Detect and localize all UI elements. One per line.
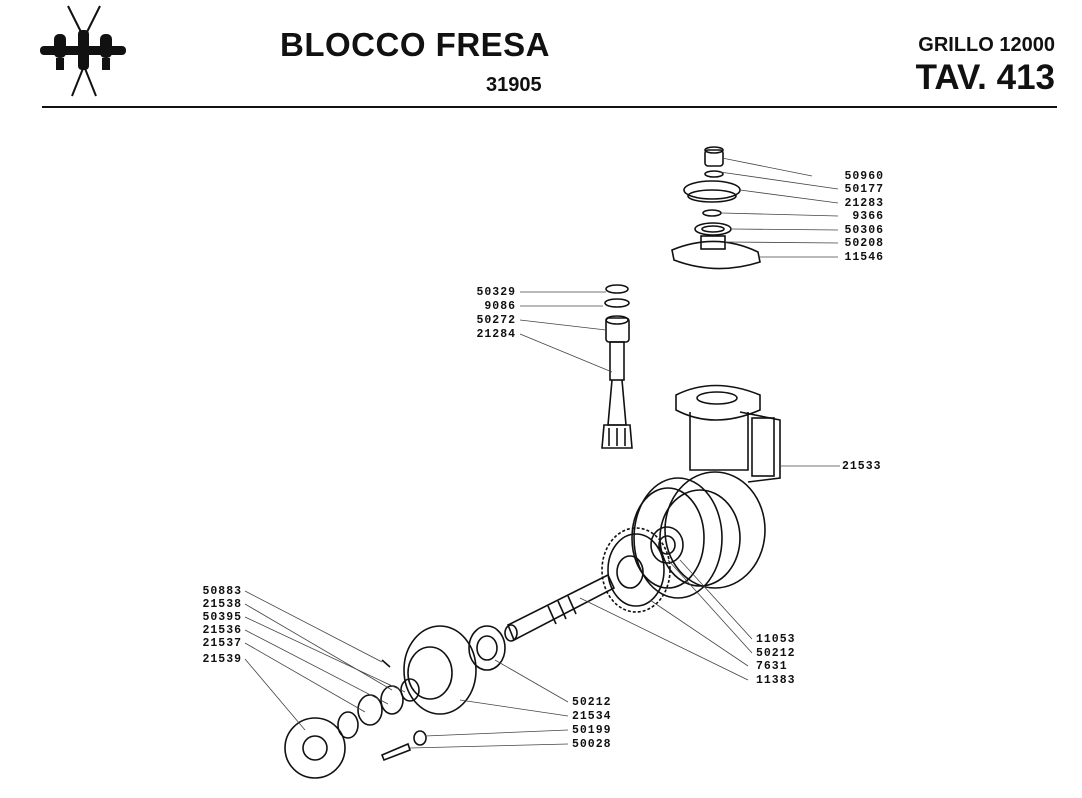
crown-gear-and-bearing [601,526,684,613]
part-label: 9366 [852,210,884,223]
part-label: 50306 [844,224,884,237]
top-bevel-gear-assembly [671,146,761,270]
part-label: 21537 [202,637,242,650]
part-label: 21533 [842,460,882,473]
diagram-code: 31905 [486,74,542,96]
part-label: 50177 [844,183,884,196]
part-label: 21283 [844,197,884,210]
leader-lines [244,157,840,749]
diagram-title: BLOCCO FRESA [280,26,550,63]
hub-assembly [284,625,506,779]
header-rule [42,106,1057,108]
table-number: TAV. 413 [915,58,1055,97]
part-label: 50395 [202,611,242,624]
part-label: 21536 [202,624,242,637]
pinion-shaft-assembly [601,284,633,449]
part-label: 50883 [202,585,242,598]
part-label: 9086 [484,300,516,313]
part-label: 21534 [572,710,612,723]
part-label: 50208 [844,237,884,250]
part-label: 21538 [202,598,242,611]
part-label: 11546 [844,251,884,264]
part-label: 7631 [756,660,788,673]
part-label: 50329 [476,286,516,299]
part-label: 50272 [476,314,516,327]
gearbox-housing [631,384,781,599]
part-label: 50212 [572,696,612,709]
part-label: 11383 [756,674,796,687]
part-label: 50199 [572,724,612,737]
part-label: 11053 [756,633,796,646]
part-label: 50028 [572,738,612,751]
part-label: 50960 [844,170,884,183]
part-label: 50212 [756,647,796,660]
part-label: 21284 [476,328,516,341]
part-label: 21539 [202,653,242,666]
grillo-logo [38,4,128,98]
splined-drive-shaft [504,573,616,642]
model-name: GRILLO 12000 [918,34,1055,56]
